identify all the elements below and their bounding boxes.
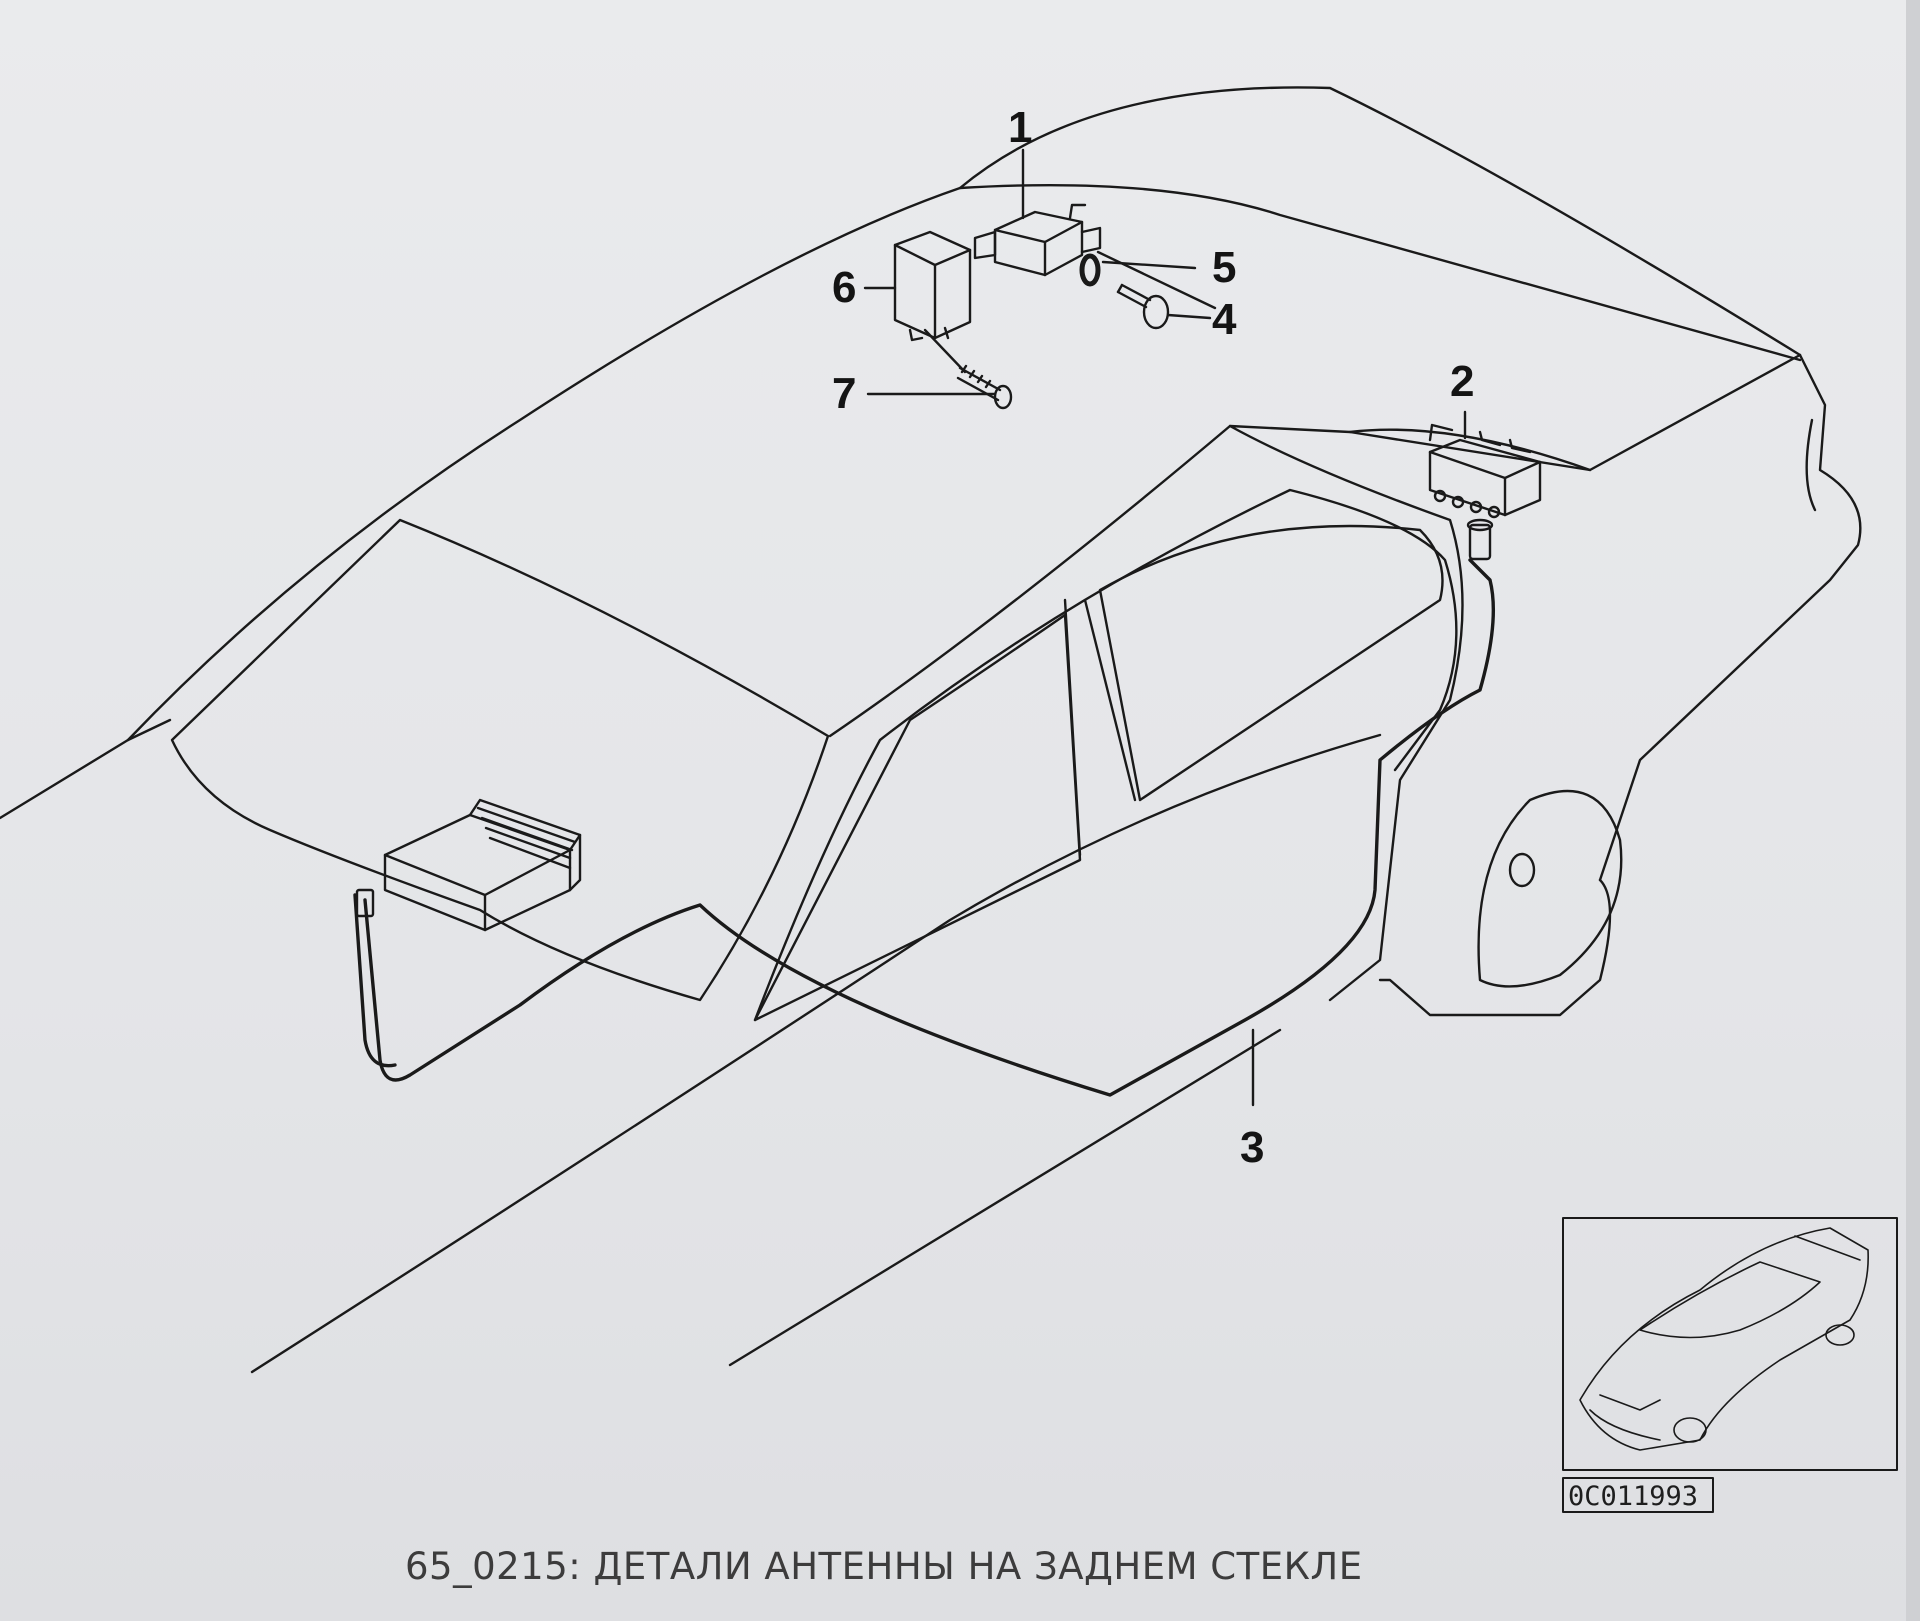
radio-connector [355,888,375,918]
car-trunk-lower [1378,878,1612,1017]
wheel-hub [1508,852,1536,888]
car-rear-body [1598,353,1862,882]
reference-code: 0C011993 [1568,1481,1698,1512]
door-pillar [1063,598,1082,857]
inset-car-thumbnail [1579,1227,1869,1451]
cable-connector [1468,523,1492,561]
part-1-amplifier [973,203,1102,277]
door-window-front [753,613,1082,1022]
callout-3: 3 [1240,1123,1264,1172]
callout-6: 6 [832,263,856,312]
part-5-washer [1079,253,1101,287]
cable-connector-top [1466,518,1494,532]
car-hood-line [126,718,172,742]
reference-code-box [1562,1477,1714,1513]
car-rear-shelf [1348,430,1592,472]
callout-7: 7 [832,369,856,418]
side-window-outer [828,424,1464,1002]
callout-4: 4 [1212,295,1237,344]
rear-wheel-arch [1477,789,1623,988]
part-7-clip [956,364,1013,410]
car-roof-outline [0,184,1802,820]
leader-4 [1166,313,1212,320]
leader-7b [923,328,967,374]
callout-2: 2 [1450,357,1474,406]
side-window-inner [753,488,1458,1022]
part-6-module [893,230,972,342]
antenna-cable-front [353,893,397,1068]
page-edge-shadow [1906,0,1920,1621]
windshield [170,518,830,1002]
door-window-rear [1098,524,1444,802]
car-rear-quarter [1805,418,1817,512]
inset-frame [1562,1217,1898,1471]
diagram-caption: 65_0215: ДЕТАЛИ АНТЕННЫ НА ЗАДНЕМ СТЕКЛЕ [405,1545,1363,1588]
door-pillar-rear [1083,598,1137,802]
part-2-amplifier-block [1428,423,1542,519]
radio-unit [383,798,582,932]
leader-5 [1101,260,1197,270]
sill-line-1 [250,733,1382,1374]
sill-line-2 [728,1028,1282,1367]
part-4-screw [1116,283,1170,330]
callout-1: 1 [1008,103,1032,152]
leader-5b [1096,250,1217,310]
antenna-cable [363,558,1496,1097]
callout-5: 5 [1212,243,1236,292]
